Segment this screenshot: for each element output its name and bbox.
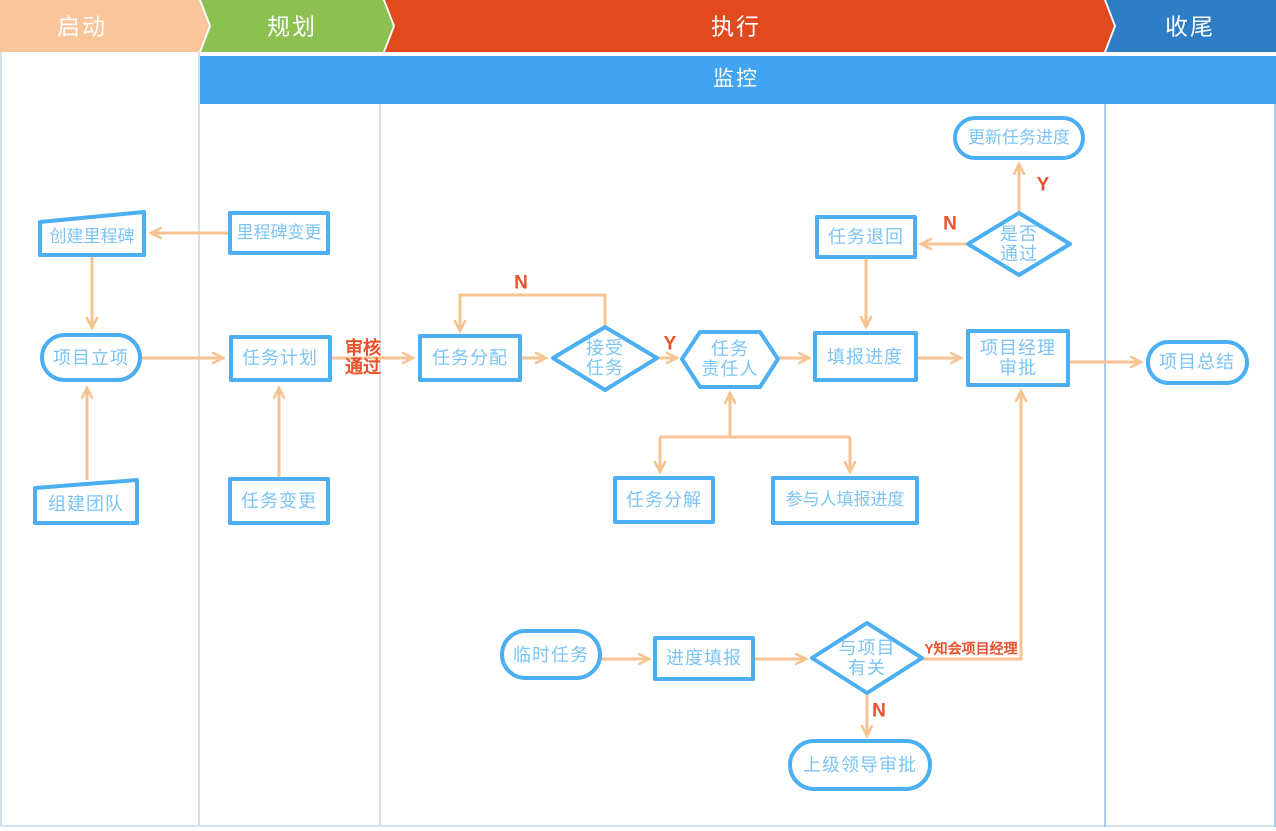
phase-band-execution [385,0,1114,52]
task-plan-shape [229,335,332,382]
phase-band-closing [1106,0,1276,52]
build-team-shape [33,478,139,525]
progress-fill-shape [653,636,755,681]
fill-progress-shape [813,331,918,382]
accept-task-shape [551,325,659,392]
leader-approval-shape [788,739,932,791]
flow-arrows [87,165,1140,735]
project-related-shape [810,621,924,695]
monitoring-bar [199,56,1276,104]
create-milestone-shape [38,210,146,257]
participant-progress-shape [771,476,919,525]
pass-or-not-shape [966,211,1072,277]
temp-task-shape [500,629,602,680]
project-initiation-shape [40,333,142,382]
task-return-shape [815,215,917,259]
milestone-change-shape [228,211,330,255]
phase-band-initiation [0,0,209,52]
task-breakdown-shape [613,476,715,524]
task-owner-shape [680,330,780,389]
task-assign-shape [418,334,522,382]
pm-approval-shape [966,329,1070,387]
update-progress-shape [953,116,1085,160]
task-change-shape [228,477,330,525]
lane-lines-blue [1104,104,1276,827]
phase-band-planning [201,0,393,52]
project-summary-shape [1146,340,1249,385]
lane-lines [0,52,1276,827]
